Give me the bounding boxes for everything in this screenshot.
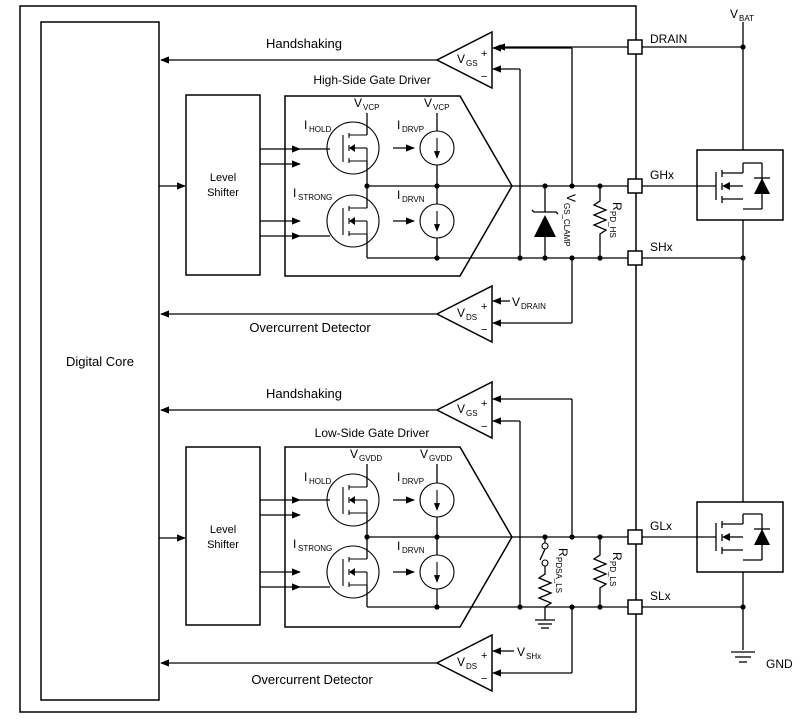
- level-shifter-low-label-2: Shifter: [207, 539, 239, 551]
- i-hold-hs-sub: HOLD: [309, 125, 331, 134]
- i-hold-hs-label: I: [304, 118, 307, 132]
- ls-cmp-plus: +: [481, 398, 487, 410]
- external-mosfet-high: [696, 149, 784, 221]
- vgs-hs-label-v: V: [457, 52, 465, 66]
- i-strong-hs-label: I: [293, 186, 296, 200]
- handshaking-label-hs: Handshaking: [266, 36, 342, 51]
- vds-hs-label-v: V: [457, 306, 465, 320]
- ls-oc-plus: +: [481, 650, 487, 662]
- i-strong-ls-sub: STRONG: [298, 544, 332, 553]
- i-drvp-hs-sub: DRVP: [402, 125, 424, 134]
- i-hold-ls-sub: HOLD: [309, 477, 331, 486]
- vbat-label-sub: BAT: [739, 14, 754, 23]
- pin-slx-label: SLx: [650, 589, 671, 603]
- pin-shx: [627, 250, 643, 266]
- hs-oc-plus: +: [481, 301, 487, 313]
- vshx-label-sub: SHx: [526, 652, 541, 661]
- i-drvn-ls-label: I: [397, 539, 400, 553]
- hs-handshake-comparator: [435, 30, 493, 90]
- level-shifter-low-label-1: Level: [210, 524, 236, 536]
- vgs-hs-label-sub: GS: [466, 59, 478, 68]
- i-drvp-hs-label: I: [397, 118, 400, 132]
- overcurrent-label-hs: Overcurrent Detector: [249, 320, 371, 335]
- level-shifter-high-label-2: Shifter: [207, 187, 239, 199]
- level-shifter-high: [185, 94, 261, 276]
- rpdsa-ls-label-r: R: [556, 548, 570, 557]
- ls-cmp-minus: −: [481, 421, 487, 433]
- pin-ghx: [627, 178, 643, 194]
- i-hold-ls-label: I: [304, 470, 307, 484]
- vgs-ls-label-v: V: [457, 402, 465, 416]
- hs-strong-mosfet: [326, 194, 380, 248]
- gvdd-label-1-sub: GVDD: [359, 454, 382, 463]
- gvdd-label-1-v: V: [350, 447, 358, 461]
- gnd-symbol: [731, 651, 755, 663]
- gvdd-label-2-sub: GVDD: [429, 454, 452, 463]
- rpd-ls-label-r: R: [610, 552, 624, 561]
- level-shifter-low: [185, 446, 261, 626]
- vshx-label-v: V: [517, 645, 525, 659]
- ls-handshake-comparator: [435, 380, 493, 440]
- i-drvp-ls-label: I: [397, 470, 400, 484]
- vcp-label-2-v: V: [424, 96, 432, 110]
- vgs-clamp-label-v: V: [564, 194, 578, 202]
- vcp-label-1-v: V: [354, 96, 362, 110]
- vgs-ls-label-sub: GS: [466, 409, 478, 418]
- ls-oc-minus: −: [481, 673, 487, 685]
- hs-cmp-minus: −: [481, 71, 487, 83]
- pin-glx: [627, 529, 643, 545]
- gvdd-label-2-v: V: [420, 447, 428, 461]
- digital-core-block: [40, 21, 160, 701]
- rpd-ls-resistor: [592, 537, 608, 607]
- i-strong-ls-label: I: [293, 537, 296, 551]
- vgs-clamp-zener: [531, 186, 559, 258]
- rpdsa-ls-switch-resistor: [535, 537, 555, 629]
- i-drvn-hs-sub: DRVN: [402, 195, 425, 204]
- rpd-ls-label-sub: PD_LS: [608, 561, 617, 586]
- pin-drain-label: DRAIN: [650, 32, 687, 46]
- vdrain-label-sub: DRAIN: [521, 302, 546, 311]
- i-drvn-hs-label: I: [397, 188, 400, 202]
- ls-strong-mosfet: [326, 545, 380, 599]
- i-drvn-ls-sub: DRVN: [402, 546, 425, 555]
- vbat-label-v: V: [730, 7, 738, 21]
- vgs-clamp-label-sub: GS_CLAMP: [562, 203, 571, 247]
- vds-ls-label-sub: DS: [466, 662, 477, 671]
- rpd-hs-resistor: [592, 186, 608, 258]
- overcurrent-label-ls: Overcurrent Detector: [251, 672, 373, 687]
- vdrain-label-v: V: [512, 295, 520, 309]
- level-shifter-high-label-1: Level: [210, 172, 236, 184]
- rpdsa-ls-label-sub: PDSA_LS: [554, 557, 563, 593]
- handshaking-label-ls: Handshaking: [266, 386, 342, 401]
- gnd-label: GND: [766, 657, 793, 671]
- ls-overcurrent-comparator: [435, 633, 493, 693]
- pin-drain: [627, 39, 643, 55]
- pin-ghx-label: GHx: [650, 168, 674, 182]
- pin-shx-label: SHx: [650, 240, 673, 254]
- vds-hs-label-sub: DS: [466, 313, 477, 322]
- i-drvp-ls-sub: DRVP: [402, 477, 424, 486]
- external-mosfet-low: [696, 501, 784, 573]
- vcp-label-1-sub: VCP: [363, 103, 379, 112]
- hs-oc-minus: −: [481, 324, 487, 336]
- ls-hold-mosfet: [326, 473, 380, 527]
- i-strong-hs-sub: STRONG: [298, 193, 332, 202]
- pin-glx-label: GLx: [650, 519, 672, 533]
- hs-hold-mosfet: [326, 121, 380, 175]
- rpd-hs-label-r: R: [610, 202, 624, 211]
- ls-driver-title: Low-Side Gate Driver: [315, 426, 430, 440]
- digital-core-label: Digital Core: [66, 354, 134, 369]
- rpd-hs-label-sub: PD_HS: [608, 211, 617, 238]
- vcp-label-2-sub: VCP: [433, 103, 449, 112]
- pin-slx: [627, 599, 643, 615]
- hs-overcurrent-comparator: [435, 284, 493, 344]
- hs-cmp-plus: +: [481, 48, 487, 60]
- hs-driver-title: High-Side Gate Driver: [313, 73, 430, 87]
- vds-ls-label-v: V: [457, 655, 465, 669]
